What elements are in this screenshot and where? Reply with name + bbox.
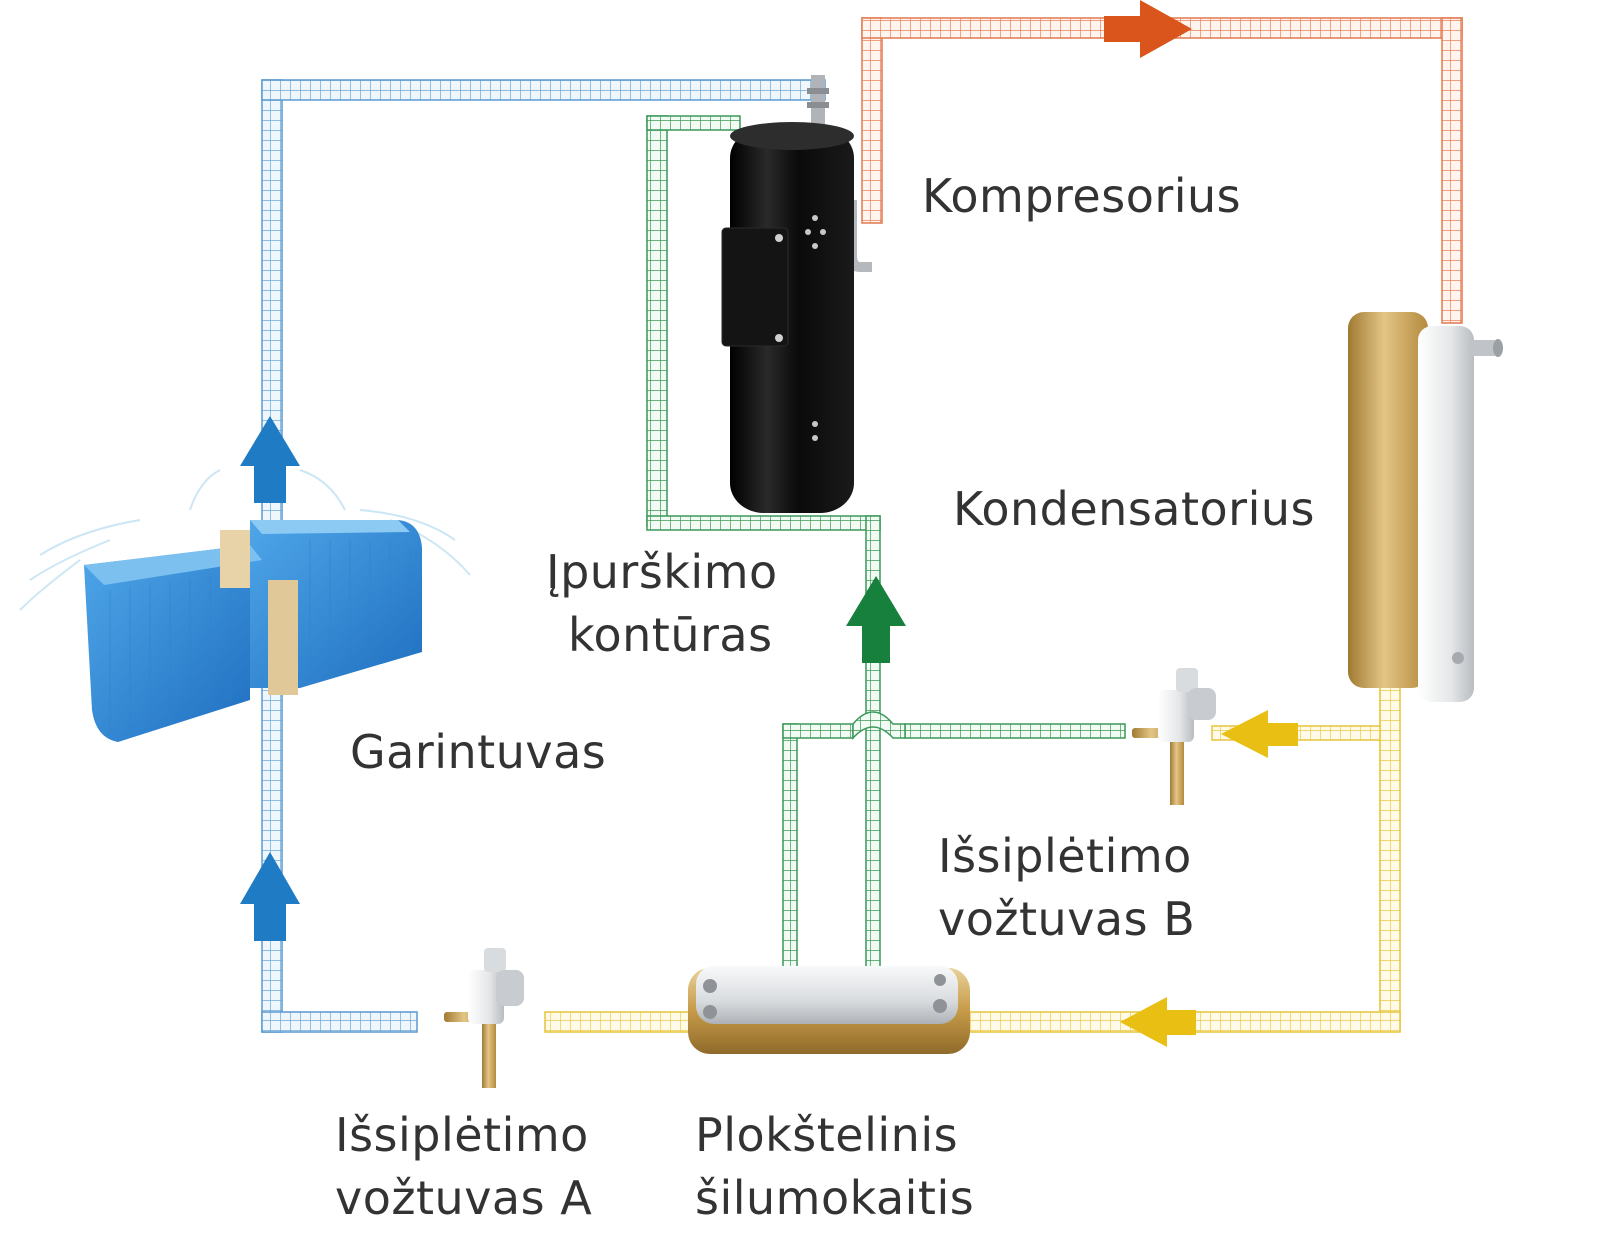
expansion-valve-icon: [1132, 668, 1216, 805]
flow-arrow-blue-upper: [240, 416, 300, 503]
label-valve-b: Išsiplėtimo vožtuvas B: [938, 825, 1195, 952]
label-evaporator-text: Garintuvas: [350, 725, 607, 779]
label-injection-line2: kontūras: [568, 608, 773, 663]
label-valve-b-line1: Išsiplėtimo: [938, 829, 1192, 883]
label-valve-a-line2: vožtuvas A: [335, 1171, 593, 1226]
label-valve-a-line1: Išsiplėtimo: [335, 1108, 589, 1162]
label-injection-circuit: Įpurškimo kontūras: [546, 541, 778, 668]
label-valve-a: Išsiplėtimo vožtuvas A: [335, 1104, 592, 1231]
flow-arrow-blue-lower: [240, 852, 300, 941]
label-evaporator: Garintuvas: [350, 721, 606, 784]
flow-arrow-yellow-upper: [1221, 710, 1298, 758]
label-plate-hx-line1: Plokštelinis: [695, 1108, 959, 1162]
label-compressor-text: Kompresorius: [922, 169, 1242, 223]
expansion-valve-icon: [444, 948, 524, 1088]
label-condenser-text: Kondensatorius: [953, 482, 1315, 536]
flow-arrow-yellow-lower: [1120, 997, 1196, 1047]
flow-arrow-orange: [1104, 0, 1192, 58]
label-plate-heat-exchanger: Plokštelinis šilumokaitis: [695, 1104, 974, 1231]
label-plate-hx-line2: šilumokaitis: [695, 1171, 975, 1226]
compressor-icon: [721, 75, 872, 513]
plate-heat-exchanger-icon: [688, 966, 970, 1054]
injection-pipe: [646, 115, 1126, 972]
label-compressor: Kompresorius: [922, 165, 1241, 228]
label-injection-line1: Įpurškimo: [546, 545, 778, 599]
flow-arrow-green: [846, 576, 906, 663]
evaporator-icon: [19, 469, 471, 742]
label-condenser: Kondensatorius: [953, 478, 1315, 541]
label-valve-b-line2: vožtuvas B: [938, 892, 1196, 947]
plate-condenser-icon: [1348, 312, 1503, 702]
